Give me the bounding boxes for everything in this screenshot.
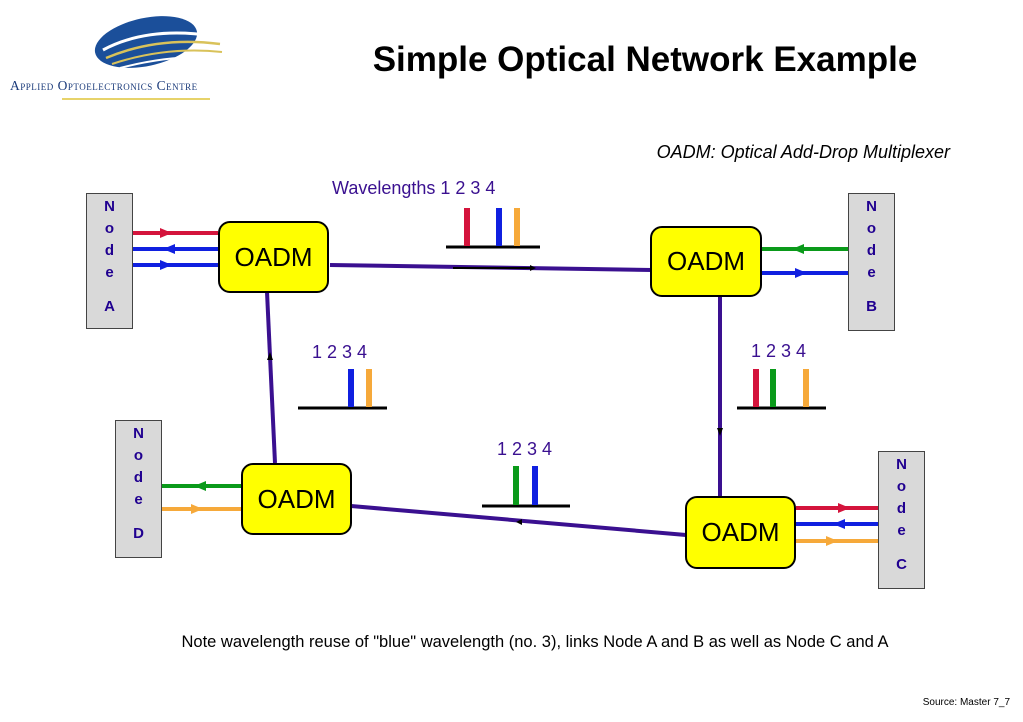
node-letter: e (897, 522, 906, 539)
node-label: A (104, 298, 115, 315)
node-a-channels (133, 228, 218, 270)
node-letter: d (133, 469, 144, 486)
oadm-d: OADM (241, 463, 352, 535)
wavelength-label-right: 1 2 3 4 (751, 341, 807, 361)
node-label: B (866, 298, 877, 315)
node-letter: e (105, 264, 114, 281)
node-d-channels (162, 481, 243, 514)
link-d-c (350, 504, 687, 537)
node-a: N o d e A (86, 193, 133, 329)
node-d: N o d e D (115, 420, 162, 558)
node-label: C (896, 556, 907, 573)
wavelength-label-left: 1 2 3 4 (312, 342, 368, 362)
node-letter: N (866, 198, 877, 215)
wavelength-label-top: Wavelengths 1 2 3 4 (332, 178, 496, 198)
node-letter: e (134, 491, 143, 508)
oadm-b: OADM (650, 226, 762, 297)
node-letter: d (104, 242, 115, 259)
oadm-c: OADM (685, 496, 796, 569)
spectrum-left (298, 369, 387, 410)
spectrum-right (737, 369, 826, 410)
node-c: N o d e C (878, 451, 925, 589)
node-letter: o (104, 220, 115, 237)
spectrum-bottom (482, 466, 570, 508)
logo (8, 6, 298, 106)
logo-underline (62, 98, 210, 100)
node-letter: e (867, 264, 876, 281)
wavelength-label-bottom: 1 2 3 4 (497, 439, 553, 459)
node-letter: N (104, 198, 115, 215)
node-letter: d (866, 242, 877, 259)
node-letter: N (896, 456, 907, 473)
node-c-channels (796, 503, 878, 546)
source-text: Source: Master 7_7 (922, 697, 1010, 708)
subtitle: OADM: Optical Add-Drop Multiplexer (656, 142, 950, 162)
note-text: Note wavelength reuse of "blue" waveleng… (181, 633, 889, 651)
spectrum-top (446, 208, 540, 249)
link-a-d (265, 291, 277, 464)
node-letter: o (133, 447, 144, 464)
node-letter: N (133, 425, 144, 442)
node-label: D (133, 525, 144, 542)
page-title: Simple Optical Network Example (372, 40, 918, 79)
node-b-channels (762, 244, 848, 278)
node-letter: o (896, 478, 907, 495)
logo-text: Applied Optoelectronics Centre (10, 78, 198, 93)
node-letter: o (866, 220, 877, 237)
oadm-a: OADM (218, 221, 329, 293)
logo-swoosh-icon (94, 16, 223, 69)
node-letter: d (896, 500, 907, 517)
node-b: N o d e B (848, 193, 895, 331)
